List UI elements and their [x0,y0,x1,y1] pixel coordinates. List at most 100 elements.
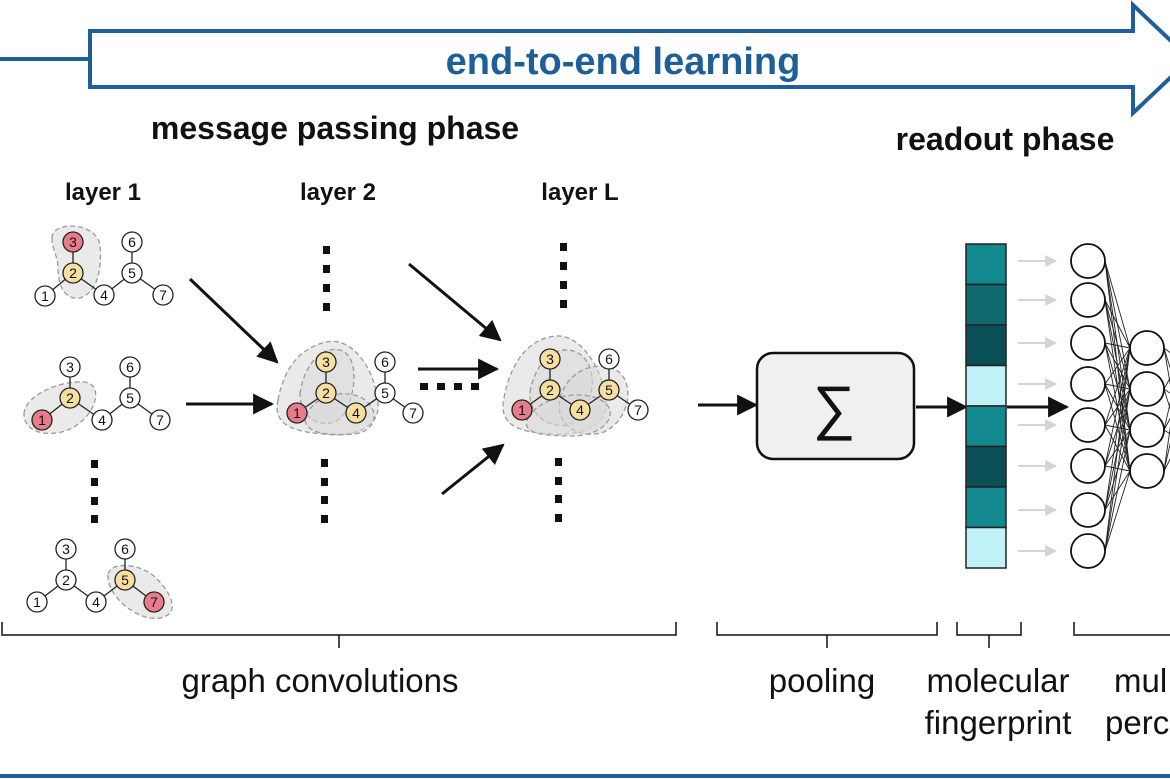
atom-node-6: 6 [114,538,136,560]
atom-node-7: 7 [149,409,171,431]
atom-circle [62,262,84,284]
pooling-box-frame [755,351,916,461]
arrow-top-to-layer2 [188,277,279,364]
mlp-weight [1163,347,1170,354]
atom-label: 3 [546,351,554,367]
mlp-input-neuron [1070,243,1106,279]
atom-label: 5 [128,265,136,281]
mlp-weight [1163,347,1170,386]
atom-label: 7 [409,405,417,421]
atom-label: 3 [66,359,74,375]
arrow-lower-to-layerL [441,443,505,496]
atom-circle [119,356,141,378]
atom-label: 6 [126,359,134,375]
atom-label: 6 [128,234,136,250]
banner-arrow-shape [88,0,1170,118]
multilayer-perceptron [1070,243,1170,569]
atom-circle [85,591,107,613]
atom-label: 2 [66,390,74,406]
atom-label: 4 [352,405,360,421]
fingerprint-cell [965,526,1007,569]
atom-node-3: 3 [315,351,337,373]
atom-circle [598,348,620,370]
atom-node-4: 4 [85,591,107,613]
atom-node-3: 3 [55,538,77,560]
atom-label: 1 [33,594,41,610]
atom-circle [149,409,171,431]
atom-node-6: 6 [121,231,143,253]
mlp-hidden-neuron [1129,412,1165,448]
readout-phase-title: readout phase [896,121,1115,157]
atom-label: 6 [605,351,613,367]
atom-circle [402,402,424,424]
mlp-weight [1104,388,1131,552]
fingerprint-cell [965,364,1007,407]
layer2-bottom-ellipsis [321,459,328,523]
mlp-weight [1104,347,1131,385]
fingerprint-to-mlp-arrows [1018,255,1058,557]
atom-circle [59,356,81,378]
atom-circle [143,591,165,613]
mlp-weight [1104,347,1131,511]
atom-circle [315,382,337,404]
atom-node-5: 5 [114,569,136,591]
atom-label: 4 [98,412,106,428]
atom-node-2: 2 [539,379,561,401]
layerL-top-ellipsis [560,243,567,308]
atom-circle [59,387,81,409]
atom-node-7: 7 [627,399,649,421]
atom-label: 5 [605,382,613,398]
atom-label: 2 [322,385,330,401]
mlp-input-neuron [1070,533,1106,569]
mlp-weight [1163,388,1170,410]
atom-circle [511,399,533,421]
atom-node-6: 6 [374,351,396,373]
atom-circle [286,402,308,424]
mlp-weight [1163,458,1170,472]
atom-circle [62,231,84,253]
mlp-input-neuron [1070,407,1106,443]
molecular-fingerprint-vector [965,243,1007,569]
atom-node-1: 1 [31,409,53,431]
pooling-brace [716,622,938,648]
pooling-caption: pooling [769,662,875,699]
atom-circle [55,538,77,560]
atom-node-6: 6 [598,348,620,370]
mlp-weight [1163,429,1170,435]
fingerprint-cell [965,445,1007,488]
atom-node-5: 5 [598,379,620,401]
atom-label: 7 [156,412,164,428]
atom-node-7: 7 [152,284,174,306]
atom-node-5: 5 [374,382,396,404]
atom-node-2: 2 [59,387,81,409]
atom-label: 1 [293,405,301,421]
end-to-end-banner: end-to-end learning [0,0,1170,118]
layer-l-title: layer L [541,179,618,206]
atom-circle [121,262,143,284]
atom-node-3: 3 [59,356,81,378]
atom-node-1: 1 [511,399,533,421]
atom-label: 2 [69,265,77,281]
atom-label: 7 [634,402,642,418]
atom-circle [598,379,620,401]
atom-circle [374,351,396,373]
mlp-connections [1104,260,1170,552]
atom-label: 3 [69,234,77,250]
atom-node-1: 1 [26,591,48,613]
atom-label: 7 [159,287,167,303]
atom-circle [627,399,649,421]
atom-circle [93,284,115,306]
horizontal-ellipsis [420,383,479,390]
mlp-brace [1073,622,1170,636]
mlp-weight [1163,401,1170,431]
graph-convolutions-caption: graph convolutions [181,662,458,699]
atom-label: 5 [121,572,129,588]
atom-circle [114,538,136,560]
atom-label: 4 [100,287,108,303]
atom-circle [114,569,136,591]
atom-node-4: 4 [345,402,367,424]
mlp-weight [1104,347,1131,426]
fingerprint-brace [956,622,1022,648]
